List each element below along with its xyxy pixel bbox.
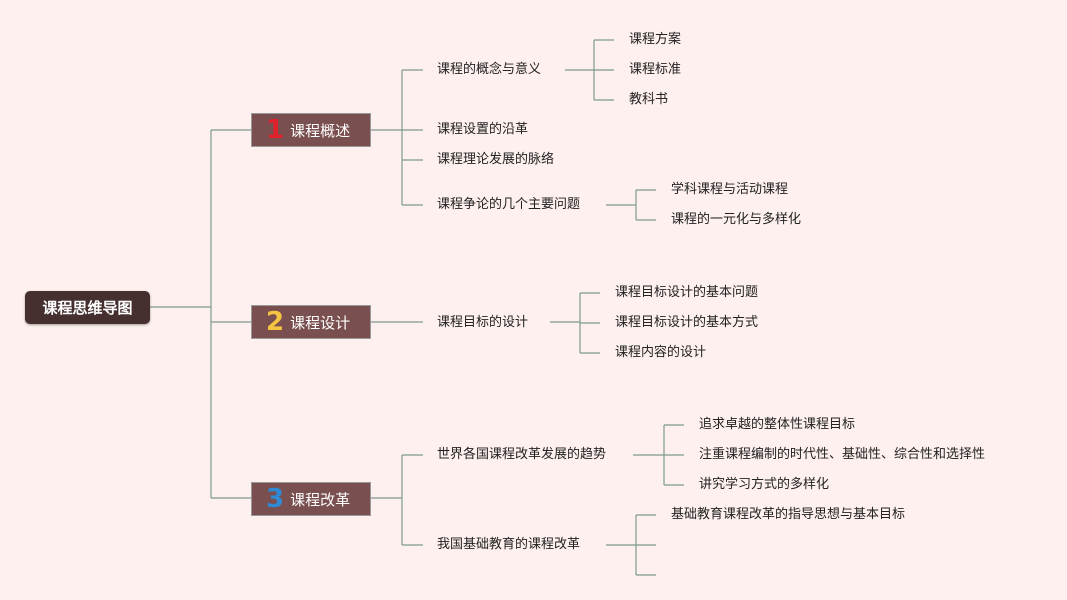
topic-debates[interactable]: 课程争论的几个主要问题 <box>437 197 581 212</box>
leaf-objective-basic-issues[interactable]: 课程目标设计的基本问题 <box>615 285 759 300</box>
branch-number-3: 3 <box>266 484 285 514</box>
leaf-excellence-goals[interactable]: 追求卓越的整体性课程目标 <box>699 417 856 432</box>
branch-label-3: 课程改革 <box>290 490 351 509</box>
leaf-curriculum-plan[interactable]: 课程方案 <box>629 32 682 47</box>
leaf-learning-diversity[interactable]: 讲究学习方式的多样化 <box>699 477 830 492</box>
topic-theory-context[interactable]: 课程理论发展的脉络 <box>437 152 555 167</box>
topic-china-reform[interactable]: 我国基础教育的课程改革 <box>437 537 581 552</box>
leaf-compilation-features[interactable]: 注重课程编制的时代性、基础性、综合性和选择性 <box>699 447 986 462</box>
branch-node-2[interactable]: 2 课程设计 <box>251 305 371 339</box>
root-label: 课程思维导图 <box>42 299 133 317</box>
branch-node-3[interactable]: 3 课程改革 <box>251 482 371 516</box>
branch-label-2: 课程设计 <box>290 313 351 332</box>
topic-concept-meaning[interactable]: 课程的概念与意义 <box>437 62 542 77</box>
branch-node-1[interactable]: 1 课程概述 <box>251 113 371 147</box>
leaf-objective-basic-methods[interactable]: 课程目标设计的基本方式 <box>615 315 759 330</box>
topic-objective-design[interactable]: 课程目标的设计 <box>437 315 529 330</box>
leaf-unity-diversity[interactable]: 课程的一元化与多样化 <box>671 212 802 227</box>
leaf-content-design[interactable]: 课程内容的设计 <box>615 345 707 360</box>
topic-history[interactable]: 课程设置的沿革 <box>437 122 529 137</box>
leaf-textbook[interactable]: 教科书 <box>629 92 669 107</box>
branch-number-1: 1 <box>266 115 285 145</box>
leaf-guiding-ideas[interactable]: 基础教育课程改革的指导思想与基本目标 <box>671 507 906 522</box>
leaf-curriculum-standard[interactable]: 课程标准 <box>629 62 682 77</box>
branch-number-2: 2 <box>266 307 285 337</box>
leaf-subject-activity[interactable]: 学科课程与活动课程 <box>671 182 789 197</box>
topic-world-trends[interactable]: 世界各国课程改革发展的趋势 <box>437 447 607 462</box>
root-node[interactable]: 课程思维导图 <box>25 291 150 324</box>
branch-label-1: 课程概述 <box>290 121 351 140</box>
